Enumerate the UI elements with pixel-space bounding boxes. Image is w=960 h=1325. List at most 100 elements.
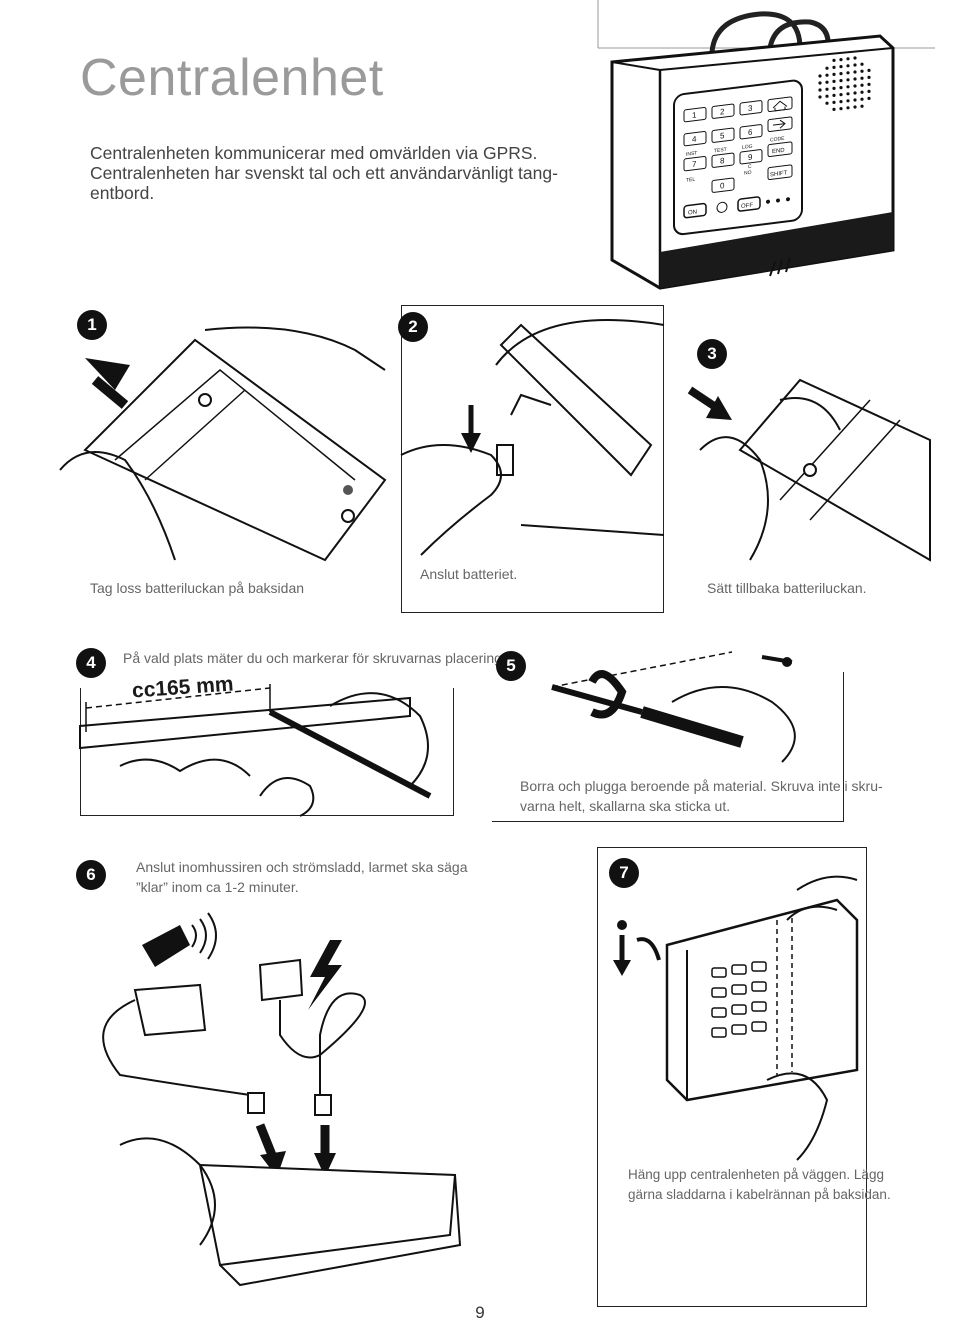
lightning-icon [308, 940, 342, 1010]
grille-dot [832, 79, 836, 83]
step-5-badge: 5 [496, 651, 526, 681]
grille-dot [860, 69, 864, 73]
grille-dot [825, 80, 829, 84]
step-7-illustration [613, 875, 859, 1161]
grille-dot [867, 82, 871, 86]
step-5-caption-line-2: varna helt, skallarna ska sticka ut. [520, 798, 731, 814]
step-4-caption: På vald plats mäter du och markerar för … [123, 650, 506, 666]
grille-dot [846, 71, 850, 75]
key-8: 8 [720, 156, 725, 166]
step-7-frame [597, 847, 867, 1307]
label-c: C [748, 164, 752, 170]
grille-dot [839, 58, 843, 62]
label-log: LOG [742, 144, 753, 151]
step-4-frame [80, 688, 454, 816]
step-7-badge: 7 [609, 858, 639, 888]
key-5: 5 [720, 131, 725, 141]
grille-dot [867, 96, 871, 100]
grille-dot [832, 72, 836, 76]
grille-dot [853, 63, 857, 67]
grille-dot [846, 78, 850, 82]
grille-dot [860, 62, 864, 66]
step-1-caption: Tag loss batteriluckan på baksidan [90, 580, 305, 596]
step-1-illustration [59, 326, 387, 562]
grille-dot [853, 84, 857, 88]
grille-dot [832, 93, 836, 97]
grille-dot [832, 86, 836, 90]
step-4-illustration [79, 684, 432, 817]
key-7: 7 [692, 159, 697, 169]
grille-dot [867, 89, 871, 93]
step-7-caption-line-1: Häng upp centralenheten på väggen. Lägg [628, 1167, 884, 1182]
arrow-right-icon [773, 119, 786, 129]
key-3: 3 [748, 104, 753, 114]
speaker-grille-icon [818, 56, 871, 111]
key-6: 6 [748, 128, 753, 138]
grille-dot [853, 77, 857, 81]
label-test: TEST [714, 147, 727, 155]
step-6-illustration [102, 912, 462, 1287]
siren-icon [142, 912, 217, 967]
key-1: 1 [692, 110, 697, 120]
grille-dot [853, 91, 857, 95]
grille-dot [818, 74, 822, 78]
grille-dot [853, 56, 857, 60]
grille-dot [839, 65, 843, 69]
label-no: NO [744, 170, 752, 177]
key-9: 9 [748, 153, 753, 163]
grille-dot [860, 97, 864, 101]
grille-dot [867, 68, 871, 72]
grille-dot [839, 86, 843, 90]
step-3-badge: 3 [697, 339, 727, 369]
grille-dot [832, 100, 836, 104]
key-4: 4 [692, 134, 697, 144]
grille-dot [860, 104, 864, 108]
intro-line-3: entbord. [90, 183, 155, 203]
step-6-caption: Anslut inomhussiren och strömsladd, larm… [136, 857, 467, 897]
grille-dot [825, 66, 829, 70]
step-4-badge: 4 [76, 648, 106, 678]
grille-dot [853, 98, 857, 102]
intro-text: Centralenheten kommunicerar med omvärlde… [90, 143, 560, 203]
label-code: CODE [770, 136, 785, 144]
grille-dot [825, 94, 829, 98]
step-2-badge: 2 [398, 312, 428, 342]
grille-dot [846, 64, 850, 68]
step-7-caption-line-2: gärna sladdarna i kabelrännan på baksida… [628, 1187, 891, 1202]
label-shift: SHIFT [770, 170, 788, 178]
grille-dot [818, 81, 822, 85]
grille-dot [846, 57, 850, 61]
step-2-frame [401, 305, 664, 613]
central-unit-illustration: 1 2 3 4 5 6 INST TEST LOG 7 8 9 TEL NO C… [597, 0, 935, 290]
page-number: 9 [475, 1303, 485, 1322]
grille-dot [832, 58, 836, 63]
step-6-badge: 6 [76, 860, 106, 890]
grille-dot [846, 85, 850, 89]
label-tel: TEL [686, 177, 695, 184]
grille-dot [860, 76, 864, 80]
grille-dot [860, 90, 864, 94]
grille-dot [867, 75, 871, 79]
grille-dot [818, 95, 822, 99]
label-on: ON [688, 209, 697, 216]
intro-line-2: Centralenheten har svenskt tal och ett a… [90, 163, 558, 183]
step-6-caption-line-2: ”klar” inom ca 1-2 minuter. [136, 879, 299, 895]
key-2: 2 [720, 107, 725, 117]
step-5-illustration [551, 651, 796, 763]
grille-dot [825, 101, 829, 105]
grille-dot [839, 79, 843, 83]
grille-dot [825, 87, 829, 91]
grille-dot [832, 107, 836, 111]
step-2-caption: Anslut batteriet. [420, 566, 518, 582]
grille-dot [853, 105, 857, 109]
grille-dot [839, 100, 843, 104]
step-3-illustration [687, 378, 931, 562]
grille-dot [818, 88, 822, 92]
key-0: 0 [720, 181, 725, 191]
step-5-caption-line-1: Borra och plugga beroende på material. S… [520, 778, 883, 794]
step-1-badge: 1 [77, 310, 107, 340]
grille-dot [839, 72, 843, 76]
house-icon [772, 100, 788, 112]
grille-dot [839, 93, 843, 97]
step-7-caption: Häng upp centralenheten på väggen. Lägg … [628, 1165, 891, 1205]
